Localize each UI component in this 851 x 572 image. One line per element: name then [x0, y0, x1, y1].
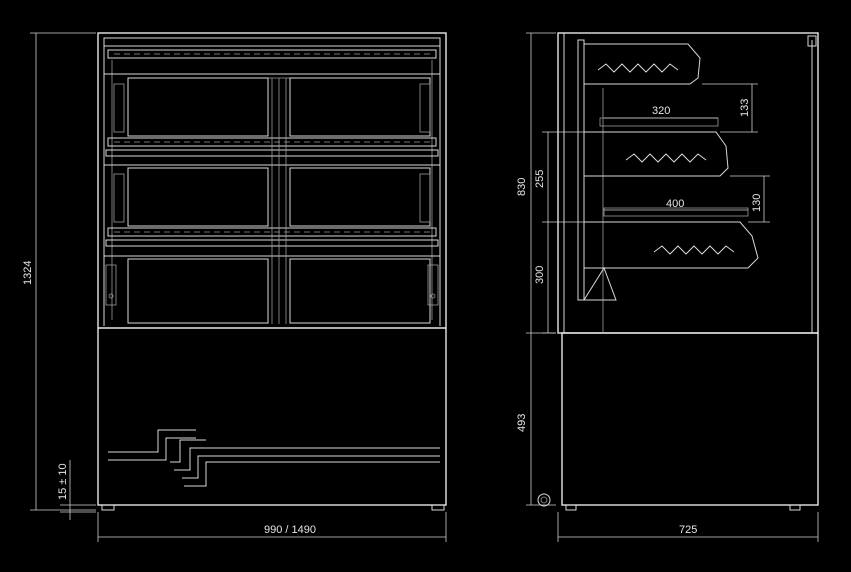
front-foot-left: [101, 504, 115, 511]
label-width: 990 / 1490: [264, 524, 316, 536]
dim-shelf-depth-bottom: 400: [604, 198, 748, 211]
front-side-brackets: [105, 83, 439, 306]
dim-shelf-gap-middle: 255: [534, 131, 584, 223]
label-depth: 725: [679, 524, 697, 536]
side-caster: [537, 493, 551, 507]
label-shelf-depth-bottom: 400: [666, 198, 684, 210]
label-display-height: 830: [516, 178, 528, 196]
label-base-clearance: 300: [534, 266, 546, 284]
label-leg-adjust: 15 ± 10: [57, 463, 69, 500]
side-shelf-lower: [583, 207, 759, 269]
dim-base-height: 493: [516, 333, 556, 506]
dim-display-height: 830: [516, 32, 556, 334]
side-view: 830 493 255 300 133: [516, 32, 819, 542]
dim-width: 990 / 1490: [97, 512, 447, 542]
label-shelf-depth-top: 320: [652, 105, 670, 117]
label-shelf-gap-lower: 130: [751, 194, 763, 212]
dim-depth: 725: [557, 512, 819, 542]
label-shelf-gap-top: 133: [739, 99, 751, 117]
side-shelf-middle: [583, 117, 729, 177]
front-glass-panes: [127, 77, 431, 324]
dim-shelf-gap-lower: 130: [730, 175, 770, 223]
front-foot-right: [431, 504, 445, 511]
side-shelf-top: [583, 43, 701, 85]
dim-height-total: 1324: [22, 32, 96, 511]
front-decor-stripes: [108, 429, 440, 487]
front-top-frame: [103, 37, 441, 47]
dim-shelf-gap-top: 133: [702, 83, 758, 133]
side-base-outline: [561, 332, 819, 506]
dim-shelf-depth-top: 320: [604, 105, 718, 119]
front-view: 1324 15 ± 10 990 / 1490: [22, 32, 447, 542]
side-bottom-support: [583, 266, 617, 301]
label-height-total: 1324: [22, 261, 34, 285]
front-shelf-top: [104, 49, 440, 79]
side-display-outline: [557, 32, 819, 334]
dim-base-clearance: 300: [534, 222, 556, 334]
label-shelf-gap-middle: 255: [534, 170, 546, 188]
front-cabinet-outline: [97, 32, 447, 506]
label-base-height: 493: [516, 414, 528, 432]
dim-leg-adjust: 15 ± 10: [57, 460, 96, 520]
